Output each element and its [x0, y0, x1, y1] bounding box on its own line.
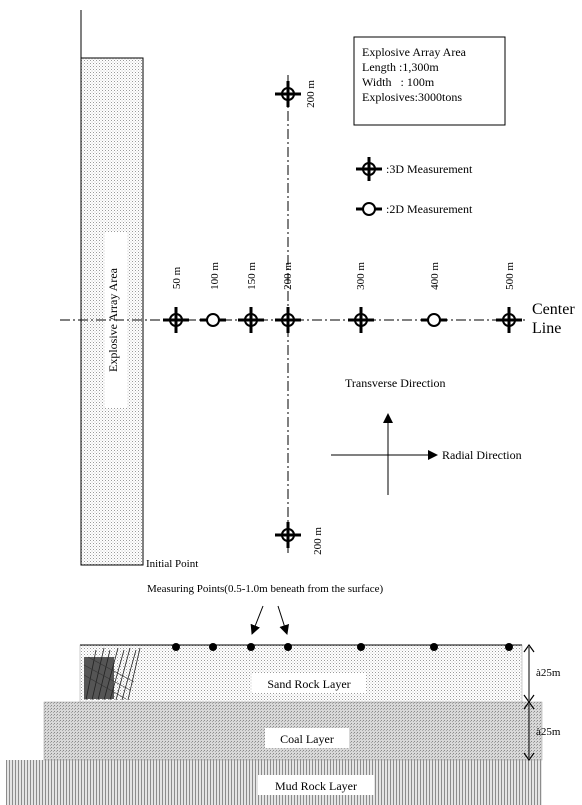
center-line-label-2: Line — [532, 320, 561, 337]
legend-2d-label: :2D Measurement — [386, 202, 473, 216]
measuring-points-label: Measuring Points(0.5-1.0m beneath from t… — [147, 583, 383, 595]
info-box-explosives: Explosives:3000tons — [362, 90, 462, 104]
surface-point-500m — [505, 643, 513, 651]
measure-point-3d-50m — [163, 307, 189, 333]
measure-point-2d-400m — [421, 313, 447, 327]
mud-rock-layer-label: Mud Rock Layer — [275, 779, 357, 793]
transverse-direction-label: Transverse Direction — [345, 376, 446, 390]
measure-point-3d-300m — [348, 307, 374, 333]
measure-point-2d-100m — [200, 313, 226, 327]
info-box-length: Length :1,300m — [362, 60, 439, 74]
coal-thickness-label: à25m — [536, 726, 561, 738]
coal-layer-label: Coal Layer — [280, 732, 334, 746]
surface-point-400m — [430, 643, 438, 651]
distance-label-150m: 150 m — [246, 262, 258, 290]
radial-direction-label: Radial Direction — [442, 448, 522, 462]
array-area-label: Explosive Array Area — [106, 267, 120, 372]
surface-point-200m — [284, 643, 292, 651]
measure-point-3d-transverse-top — [275, 81, 301, 107]
measure-point-3d-transverse-bottom — [275, 522, 301, 548]
sand-rock-layer-label: Sand Rock Layer — [267, 677, 350, 691]
surface-point-100m — [209, 643, 217, 651]
legend: :3D Measurement :2D Measurement — [356, 157, 473, 216]
sand-thickness-label: à25m — [536, 667, 561, 679]
surface-point-150m — [247, 643, 255, 651]
surface-point-50m — [172, 643, 180, 651]
distance-label-200m: 200 m — [282, 262, 294, 290]
initial-point-label: Initial Point — [146, 558, 198, 570]
surface-point-300m — [357, 643, 365, 651]
info-box-width: Width : 100m — [362, 75, 435, 89]
distance-label-300m: 300 m — [355, 262, 367, 290]
center-line-label-1: Center — [532, 301, 575, 318]
legend-2d-symbol — [356, 202, 382, 216]
legend-3d-label: :3D Measurement — [386, 162, 473, 176]
legend-3d-symbol — [356, 157, 382, 181]
measure-point-3d-500m — [496, 307, 522, 333]
measure-point-3d-150m — [238, 307, 264, 333]
measuring-point-arrow-2 — [277, 605, 290, 635]
distance-label-400m: 400 m — [429, 262, 441, 290]
measure-point-3d-200m — [275, 307, 301, 333]
distance-label-50m: 50 m — [171, 266, 183, 289]
distance-label-100m: 100 m — [209, 262, 221, 290]
info-box-title: Explosive Array Area — [362, 45, 467, 59]
distance-label-500m: 500 m — [504, 262, 516, 290]
info-box: Explosive Array Area Length :1,300m Widt… — [353, 36, 506, 126]
transverse-top-label: 200 m — [305, 80, 317, 108]
measuring-point-arrow-1 — [250, 605, 264, 635]
transverse-bottom-label: 200 m — [312, 527, 324, 555]
explosive-charge-section — [83, 647, 141, 701]
